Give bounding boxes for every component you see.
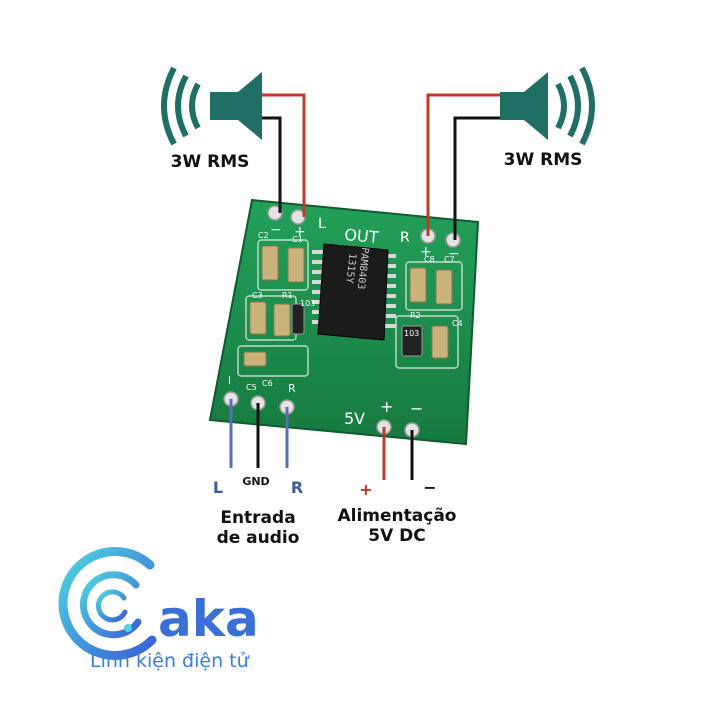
left-speaker-label: 3W RMS (171, 152, 250, 172)
component-designator: 103 (300, 299, 315, 308)
out-left-silk: L (318, 216, 326, 232)
input-left-silk: l (228, 374, 231, 387)
out-right-plus-silk: + (420, 244, 432, 260)
input-wires (229, 399, 289, 468)
logo-word: aka (158, 590, 259, 648)
brand-logo: aka Linh kiện điện tử (58, 547, 259, 672)
power-silk-label: 5V (344, 409, 365, 428)
out-left-plus-silk: + (294, 224, 306, 240)
power-title-line2: 5V DC (368, 526, 426, 546)
power-title-line1: Alimentação (338, 506, 457, 526)
component-designator: C2 (258, 231, 269, 240)
component-designator: C5 (246, 383, 257, 392)
right-speaker-icon (500, 66, 595, 146)
component-designator: R1 (282, 291, 293, 300)
power-minus-silk: − (410, 399, 423, 418)
out-silk-label: OUT (344, 225, 380, 247)
left-speaker-icon (161, 66, 262, 146)
input-left-label: L (213, 478, 223, 497)
component-designator: R2 (410, 311, 421, 320)
component-designator: 103 (404, 329, 419, 338)
chip-marking-2: 1315Y (343, 253, 357, 284)
logo-tagline: Linh kiện điện tử (90, 650, 250, 672)
component-designator: C6 (262, 379, 273, 388)
out-right-silk: R (400, 230, 410, 246)
power-wires (382, 427, 414, 480)
input-right-silk: R (288, 382, 296, 395)
speaker-wires (262, 93, 500, 240)
power-plus-silk: + (380, 397, 393, 416)
input-title-line2: de audio (217, 528, 300, 548)
out-left-minus-silk: − (270, 222, 282, 238)
component-designator: C1 (292, 235, 303, 244)
component-designator: C4 (452, 319, 463, 328)
component-designator: C7 (444, 255, 455, 264)
component-designator: C8 (424, 255, 435, 264)
pcb-board: PAM8403 1315Y OUT L R − + + − 5V + − l R… (208, 198, 480, 446)
right-speaker-label: 3W RMS (504, 150, 583, 170)
out-right-minus-silk: − (448, 246, 460, 262)
chip-marking-1: PAM8403 (355, 247, 370, 290)
power-minus-label: − (423, 478, 436, 497)
amplifier-chip (317, 243, 389, 341)
power-plus-label: + (359, 480, 372, 499)
input-right-label: R (291, 478, 303, 497)
input-title-line1: Entrada (220, 508, 295, 528)
component-designator: C3 (252, 291, 263, 300)
input-gnd-label: GND (242, 475, 269, 488)
